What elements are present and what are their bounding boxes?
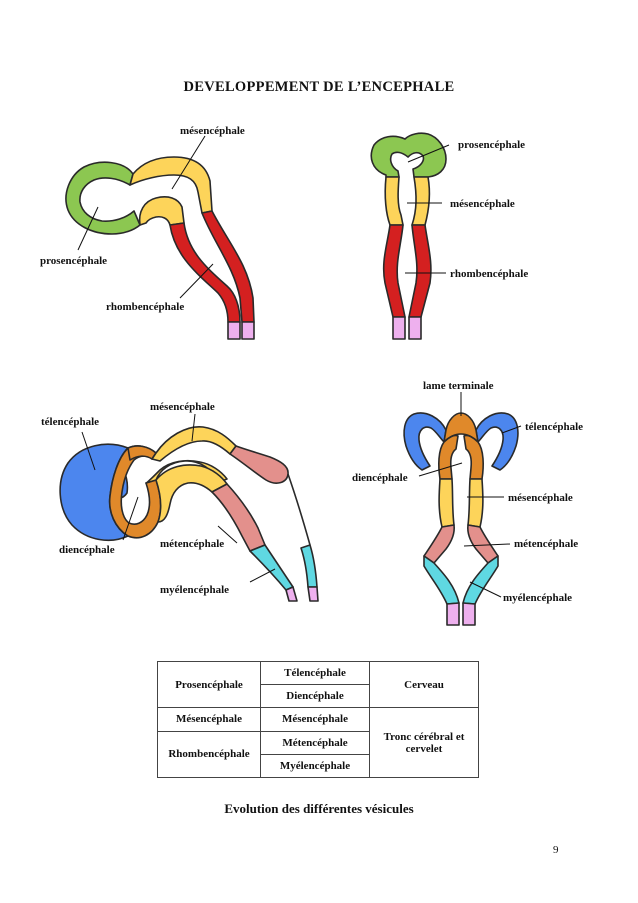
d4-myelencephale-left [423, 555, 460, 605]
d1-mesencephale-lower [138, 196, 185, 226]
d1-medulla-right [241, 321, 255, 340]
d4-label-lame-terminale: lame terminale [423, 380, 494, 392]
d4-mesencephale-right [467, 478, 484, 528]
d4-label-telencephale: télencéphale [525, 421, 583, 433]
d3-medulla-right [307, 586, 319, 602]
d3-label-metencephale: métencéphale [160, 538, 224, 550]
cell-diencephale: Diencéphale [260, 684, 370, 709]
d4-telencephale-right [475, 412, 519, 471]
d4-label-mesencephale: mésencéphale [508, 492, 573, 504]
cell-tronc-cerebral: Tronc cérébral et cervelet [369, 707, 479, 778]
d3-label-myelencephale: myélencéphale [160, 584, 229, 596]
d4-label-diencephale: diencéphale [352, 472, 408, 484]
d4-myelencephale-right [462, 555, 499, 605]
d3-label-mesencephale: mésencéphale [150, 401, 215, 413]
d1-prosencephale [65, 161, 141, 235]
d3-mesencephale-upper [151, 426, 237, 462]
d1-medulla-left [227, 321, 241, 340]
diagram-five-vesicles-lateral: télencéphale mésencéphale diencéphale mé… [41, 401, 319, 602]
d2-medulla-left [392, 316, 406, 340]
diagram-three-vesicles-lateral: mésencéphale prosencéphale rhombencéphal… [40, 125, 255, 340]
d2-rhombencephale-left [382, 224, 406, 318]
d3-myelencephale-right [300, 544, 318, 588]
d2-mesencephale-left [384, 176, 404, 226]
d4-medulla-right [462, 602, 476, 626]
cell-mesencephale-primary: Mésencéphale [157, 707, 261, 732]
d4-metencephale-right [467, 524, 499, 564]
d3-medulla-left [285, 586, 298, 602]
cell-mesencephale-secondary: Mésencéphale [260, 707, 370, 732]
d2-mesencephale-right [411, 176, 431, 226]
d2-prosencephale [370, 132, 447, 178]
d3-mesencephale-lower [145, 459, 228, 484]
d3-label-telencephale: télencéphale [41, 416, 99, 428]
d3-pontine-wall [287, 473, 311, 546]
diagram-five-vesicles-frontal: lame terminale télencéphale diencéphale … [352, 380, 583, 626]
d4-diencephale-right [463, 434, 484, 480]
cell-metencephale: Métencéphale [260, 730, 370, 755]
diagram-three-vesicles-frontal: prosencéphale mésencéphale rhombencéphal… [370, 132, 528, 340]
d2-label-mesencephale: mésencéphale [450, 198, 515, 210]
cell-rhombencephale: Rhombencéphale [157, 730, 261, 779]
page-number: 9 [553, 844, 559, 856]
d4-metencephale-left [423, 524, 455, 564]
d4-label-metencephale: métencéphale [514, 538, 578, 550]
d2-rhombencephale-right [408, 224, 432, 318]
d2-medulla-right [408, 316, 422, 340]
d4-diencephale-left [438, 434, 459, 480]
d1-label-prosencephale: prosencéphale [40, 255, 107, 267]
d3-metencephale-upper [229, 445, 289, 484]
d4-telencephale-left [403, 412, 447, 471]
figure-caption: Evolution des différentes vésicules [224, 801, 414, 816]
vesicles-table: Prosencéphale Télencéphale Cerveau Dienc… [157, 660, 479, 779]
d2-label-rhombencephale: rhombencéphale [450, 268, 528, 280]
d3-myelencephale [249, 544, 294, 591]
d4-label-myelencephale: myélencéphale [503, 592, 572, 604]
d4-medulla-left [446, 602, 460, 626]
cell-myelencephale: Myélencéphale [260, 753, 370, 779]
cell-telencephale: Télencéphale [260, 660, 370, 686]
d1-label-rhombencephale: rhombencéphale [106, 301, 184, 313]
d3-label-diencephale: diencéphale [59, 544, 115, 556]
cell-cerveau: Cerveau [369, 660, 479, 709]
cell-prosencephale: Prosencéphale [157, 660, 261, 709]
page-title: DEVELOPPEMENT DE L’ENCEPHALE [183, 79, 455, 95]
d2-label-prosencephale: prosencéphale [458, 139, 525, 151]
d4-mesencephale-left [438, 478, 455, 528]
d1-label-mesencephale: mésencéphale [180, 125, 245, 137]
